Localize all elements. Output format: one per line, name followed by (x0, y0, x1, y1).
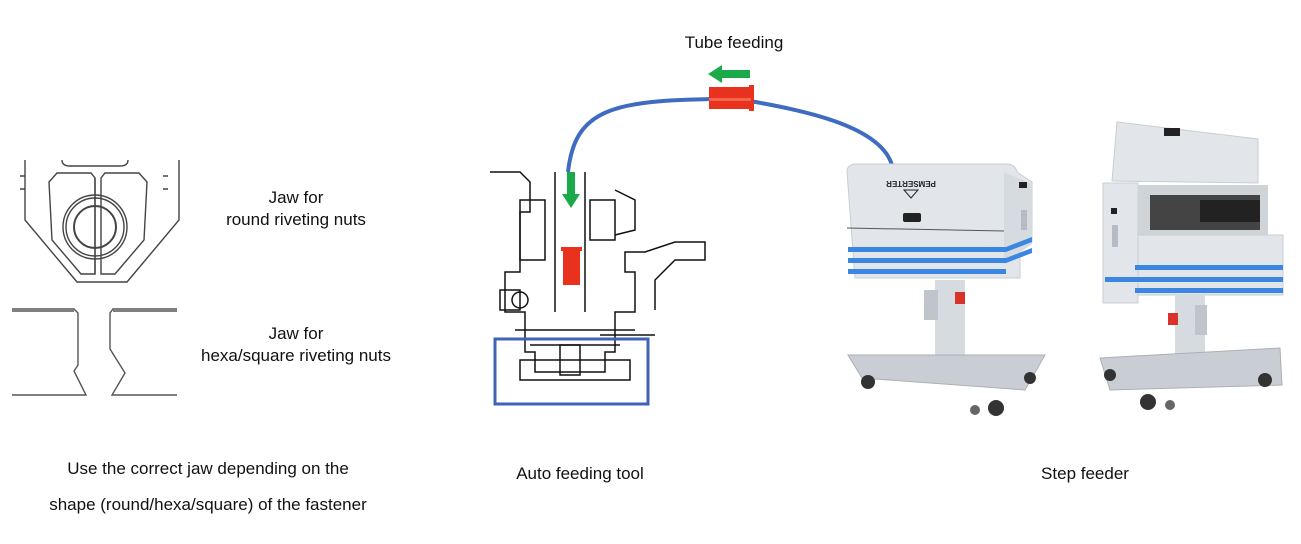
auto-feeding-tool-drawing (490, 171, 706, 381)
hexa-jaw-drawing (12, 308, 177, 396)
jaw-highlight-box (493, 337, 650, 406)
jaw-hexa-label-line1: Jaw for (268, 324, 324, 343)
jaw-caption: Use the correct jaw depending on the sha… (18, 451, 398, 523)
jaw-round-label-line1: Jaw for (268, 188, 324, 207)
step-feeder-open-machine (1099, 121, 1284, 410)
jaw-round-label-line2: round riveting nuts (226, 210, 366, 229)
feed-direction-arrow-left-icon (708, 65, 750, 83)
feed-direction-arrow-down-icon (562, 172, 580, 208)
jaw-caption-line1: Use the correct jaw depending on the (67, 459, 349, 478)
step-feeder-label: Step feeder (1041, 464, 1129, 483)
round-jaw-drawing (20, 159, 180, 283)
auto-feeding-tool-label: Auto feeding tool (516, 464, 644, 483)
fastener-in-tool (561, 247, 582, 285)
fastener-in-tube (709, 85, 754, 111)
jaw-hexa-label: Jaw for hexa/square riveting nuts (176, 323, 416, 367)
brand-logo-text: PEMSERTER (886, 179, 936, 188)
jaw-round-label: Jaw for round riveting nuts (196, 187, 396, 231)
step-feeder-closed-machine (846, 163, 1046, 416)
feeding-tube (566, 97, 894, 173)
tube-feeding-label: Tube feeding (684, 33, 784, 52)
jaw-hexa-label-line2: hexa/square riveting nuts (201, 346, 391, 365)
jaw-caption-line2: shape (round/hexa/square) of the fastene… (49, 495, 367, 514)
